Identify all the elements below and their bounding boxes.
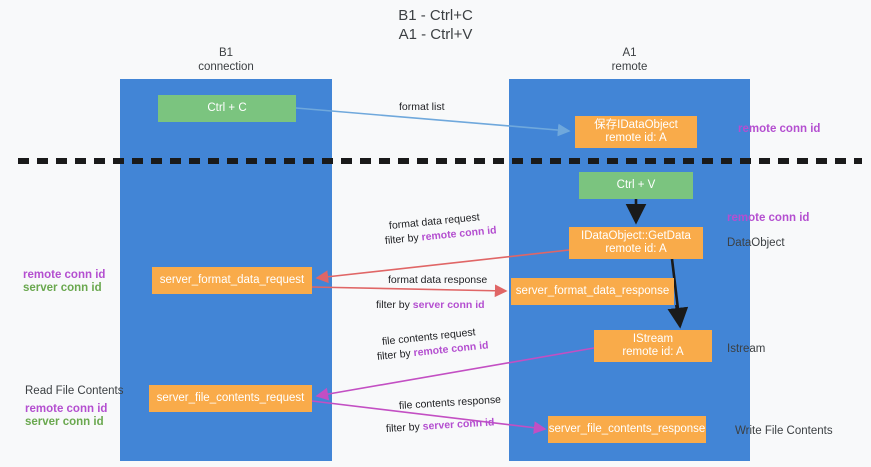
- node-getdata-line1: IDataObject::GetData: [581, 229, 691, 242]
- node-server-format-data-request[interactable]: server_format_data_request: [152, 267, 312, 294]
- title-line-1: B1 - Ctrl+C: [398, 7, 473, 24]
- annotation-write-file-contents: Write File Contents: [735, 425, 833, 437]
- annotation-left-remote-conn-id: remote conn id: [23, 269, 106, 281]
- annotation-right-remote-conn-id-top: remote conn id: [738, 123, 821, 135]
- page-title: B1 - Ctrl+C A1 - Ctrl+V: [0, 6, 871, 44]
- edge-label-file-contents-response: file contents response: [398, 393, 502, 412]
- node-istream-line2: remote id: A: [622, 346, 684, 358]
- edge-label-format-data-response-filter: filter by server conn id: [376, 299, 485, 311]
- node-server-file-contents-response[interactable]: server_file_contents_response: [548, 416, 706, 443]
- node-server-format-data-response[interactable]: server_format_data_response: [511, 278, 674, 305]
- filter-prefix: filter by: [384, 231, 423, 247]
- node-idataobject-getdata[interactable]: IDataObject::GetData remote id: A: [569, 227, 703, 259]
- annotation-left-server-conn-id: server conn id: [23, 282, 102, 294]
- arrow-format-data-response: [311, 284, 508, 298]
- node-getdata-line2: remote id: A: [605, 243, 667, 255]
- node-save-idataobject-line1: 保存IDataObject: [594, 118, 678, 131]
- lane-b1-name: B1: [218, 47, 234, 59]
- lane-a1-subtitle: remote: [611, 61, 648, 73]
- lane-a1-name: A1: [622, 47, 637, 59]
- node-ctrl-c-label: Ctrl + C: [207, 101, 247, 114]
- filter-prefix: filter by: [376, 347, 415, 363]
- filter-prefix: filter by: [385, 420, 424, 435]
- lane-caption-a1: A1 remote: [509, 46, 750, 74]
- node-istream[interactable]: IStream remote id: A: [594, 330, 712, 362]
- annotation-right-remote-conn-id-mid: remote conn id: [727, 212, 810, 224]
- node-save-idataobject[interactable]: 保存IDataObject remote id: A: [575, 116, 697, 148]
- node-istream-line1: IStream: [632, 332, 674, 345]
- annotation-left-remote-conn-id-2: remote conn id: [25, 403, 108, 415]
- edge-label-format-list: format list: [399, 101, 445, 113]
- filter-key-server-conn-id: server conn id: [412, 299, 485, 311]
- lane-b1-subtitle: connection: [198, 61, 254, 73]
- annotation-dataobject: DataObject: [727, 237, 785, 249]
- annotation-left-server-conn-id-2: server conn id: [25, 416, 104, 428]
- annotation-read-file-contents: Read File Contents: [25, 385, 124, 397]
- filter-prefix: filter by: [376, 299, 413, 311]
- lane-caption-b1: B1 connection: [120, 46, 332, 74]
- edge-label-format-data-response: format data response: [388, 274, 488, 286]
- node-ctrl-v[interactable]: Ctrl + V: [579, 172, 693, 199]
- title-line-2: A1 - Ctrl+V: [398, 26, 473, 43]
- filter-key-server-conn-id: server conn id: [422, 416, 495, 433]
- edge-label-file-contents-response-filter: filter by server conn id: [386, 416, 495, 435]
- node-ctrl-v-label: Ctrl + V: [616, 178, 656, 191]
- node-server-format-data-response-label: server_format_data_response: [515, 284, 670, 297]
- node-save-idataobject-line2: remote id: A: [605, 132, 667, 144]
- node-server-file-contents-request-label: server_file_contents_request: [156, 391, 305, 404]
- node-server-file-contents-request[interactable]: server_file_contents_request: [149, 385, 312, 412]
- node-ctrl-c[interactable]: Ctrl + C: [158, 95, 296, 122]
- node-server-file-contents-response-label: server_file_contents_response: [548, 422, 706, 435]
- annotation-istream: Istream: [727, 343, 766, 355]
- node-server-format-data-request-label: server_format_data_request: [159, 273, 305, 286]
